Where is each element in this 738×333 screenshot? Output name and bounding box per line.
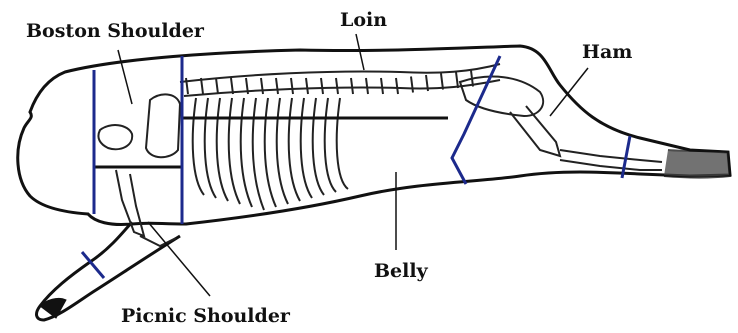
vertebra — [381, 78, 383, 94]
backbone — [180, 64, 500, 96]
label-belly: Belly — [374, 262, 428, 281]
rib — [193, 98, 204, 195]
rib — [241, 98, 252, 207]
rib — [277, 98, 288, 204]
vertebra — [261, 78, 263, 94]
label-picnic-shoulder: Picnic Shoulder — [121, 307, 290, 326]
ham-bones — [460, 77, 662, 170]
vertebra — [321, 78, 323, 94]
label-loin: Loin — [340, 11, 387, 30]
leader-loin — [356, 34, 364, 70]
rib — [205, 98, 216, 198]
leader-boston — [118, 50, 132, 104]
vertebra — [336, 78, 338, 94]
rib — [253, 98, 264, 210]
rib — [337, 98, 348, 189]
rib — [325, 98, 336, 192]
leader-picnic — [148, 222, 210, 296]
rib — [289, 98, 300, 201]
vertebra — [411, 77, 413, 93]
vertebra — [291, 78, 293, 94]
hind-leg-hock — [664, 150, 730, 178]
rib — [301, 98, 312, 198]
label-ham: Ham — [582, 43, 632, 62]
rib — [217, 98, 228, 201]
rib — [313, 98, 324, 195]
cut-line-ham — [452, 56, 500, 184]
vertebra — [366, 78, 368, 94]
label-boston-shoulder: Boston Shoulder — [26, 22, 204, 41]
rib — [229, 98, 240, 204]
cut-line-hind-foot — [622, 136, 630, 178]
vertebra — [216, 78, 218, 94]
vertebra — [276, 78, 278, 94]
rib — [265, 98, 276, 207]
vertebra — [351, 78, 353, 94]
vertebra — [396, 78, 398, 94]
vertebra — [306, 78, 308, 94]
rib-cage — [193, 98, 348, 210]
